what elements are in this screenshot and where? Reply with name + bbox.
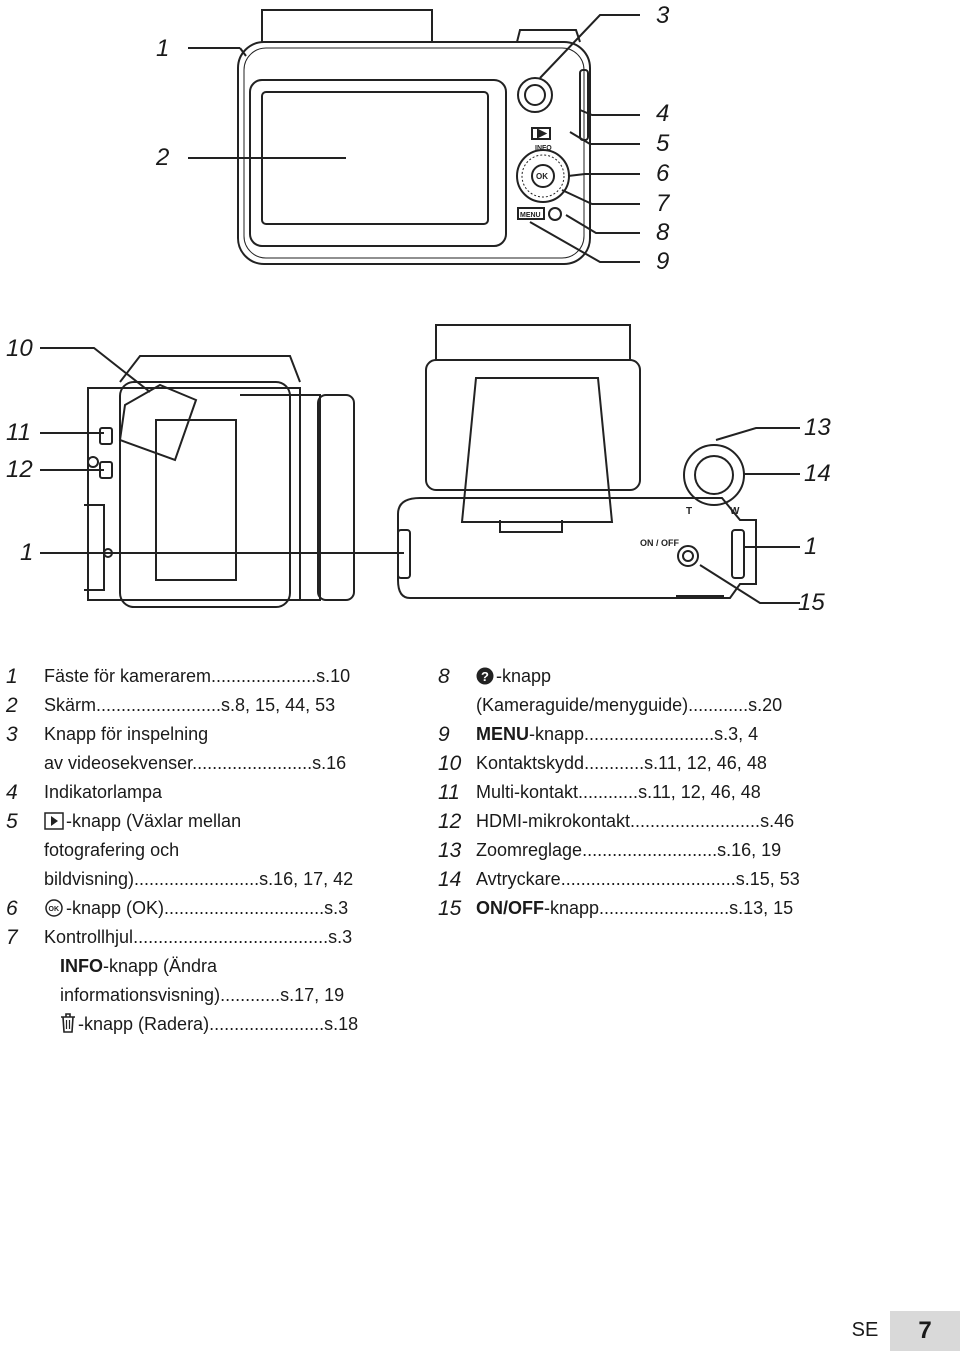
callout-4: 4 xyxy=(656,100,670,127)
info-button-label: INFO xyxy=(535,145,552,152)
leader-lines xyxy=(40,14,800,604)
callout-14: 14 xyxy=(804,460,831,487)
list-item: bildvisning).........................s.1… xyxy=(44,869,354,889)
callout-7: 7 xyxy=(656,190,670,217)
callout-9: 9 xyxy=(656,248,670,275)
list-item: fotografering och xyxy=(44,840,180,860)
parts-list-right: 8?-knapp (Kameraguide/menyguide)........… xyxy=(436,662,836,923)
on-off-label: ON / OFF xyxy=(640,538,679,548)
callout-11: 11 xyxy=(6,419,31,446)
playback-icon xyxy=(44,812,64,830)
callout-1: 1 xyxy=(156,35,170,62)
menu-button-label: MENU xyxy=(520,212,541,219)
svg-text:OK: OK xyxy=(49,906,60,913)
help-icon: ? xyxy=(476,667,494,685)
list-item: informationsvisning)............s.17, 19 xyxy=(60,985,345,1005)
camera-top-view xyxy=(397,324,757,599)
svg-text:?: ? xyxy=(481,669,489,684)
language-tag: SE xyxy=(851,1319,879,1341)
ok-icon: OK xyxy=(45,899,63,917)
page-footer: SE 7 xyxy=(842,1311,960,1351)
zoom-w-label: W xyxy=(730,506,740,517)
callout-12: 12 xyxy=(6,456,33,483)
list-item: 5-knapp (Växlar mellan xyxy=(6,810,242,833)
list-item: av videosekvenser.......................… xyxy=(44,753,347,773)
ok-button-label: OK xyxy=(536,172,548,181)
callout-10: 10 xyxy=(6,335,33,362)
camera-diagrams: INFO OK MENU ON / OFF T W xyxy=(40,9,800,608)
callout-2: 2 xyxy=(156,144,170,171)
trash-icon xyxy=(61,1013,75,1033)
page-number: 7 xyxy=(890,1311,960,1351)
callout-13: 13 xyxy=(804,414,831,441)
camera-side-view xyxy=(84,355,355,608)
zoom-t-label: T xyxy=(686,506,692,517)
callout-5: 5 xyxy=(656,130,670,157)
list-item: (Kameraguide/menyguide)............s.20 xyxy=(476,695,783,715)
callout-6: 6 xyxy=(656,160,670,187)
list-item: -knapp (Radera).......................s.… xyxy=(4,1010,400,1039)
callout-1-side: 1 xyxy=(20,539,34,566)
callout-3: 3 xyxy=(656,2,670,29)
list-item: 8?-knapp xyxy=(438,665,552,688)
callout-1-top: 1 xyxy=(804,533,818,560)
callout-8: 8 xyxy=(656,219,670,246)
list-item: INFO-knapp (Ändra xyxy=(60,956,218,976)
callout-15: 15 xyxy=(798,589,825,616)
